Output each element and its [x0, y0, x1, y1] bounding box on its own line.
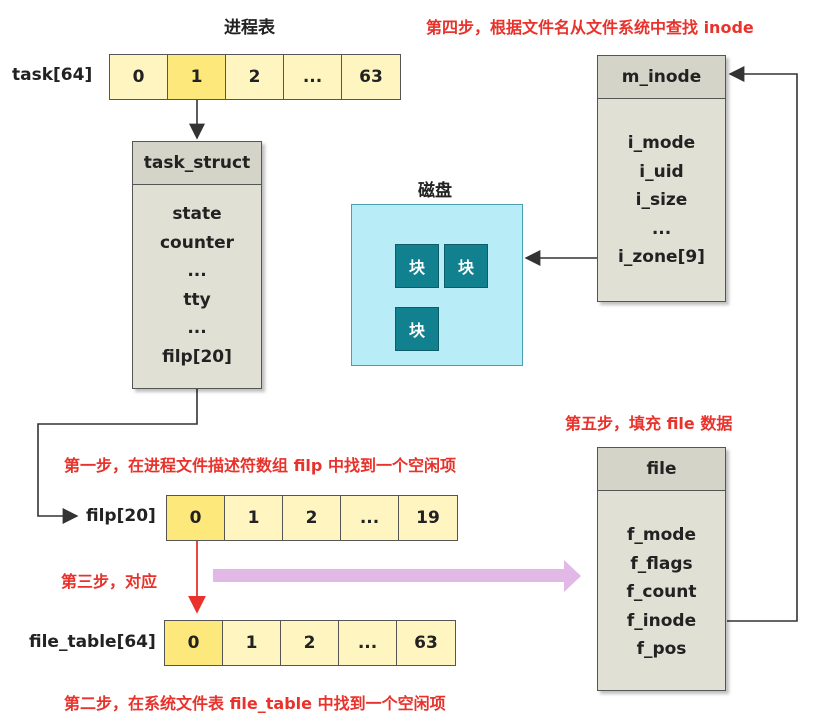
task-cell-selected: 1 [168, 55, 226, 99]
mapping-arrow-shaft [213, 569, 567, 582]
filp-cell: 1 [225, 496, 283, 540]
file-struct-header: file [598, 448, 725, 491]
filp-cell: 2 [283, 496, 341, 540]
step2-label: 第二步，在系统文件表 file_table 中找到一个空闲项 [64, 694, 446, 713]
task-cell: 0 [110, 55, 168, 99]
task-array: 0 1 2 ... 63 [109, 54, 401, 100]
filp-array-label: filp[20] [86, 506, 156, 526]
disk-block: 块 [444, 244, 488, 288]
file-table-cell: 63 [397, 621, 455, 665]
step4-label: 第四步，根据文件名从文件系统中查找 inode [426, 18, 754, 37]
m-inode-header: m_inode [598, 56, 725, 99]
filp-cell: 19 [399, 496, 457, 540]
m-inode-box: m_inode i_mode i_uid i_size ... i_zone[9… [597, 55, 726, 302]
task-struct-field: ... [187, 318, 207, 338]
file-table-cell: 2 [281, 621, 339, 665]
file-struct-field: f_pos [636, 639, 687, 659]
file-table-cell: 1 [223, 621, 281, 665]
file-struct-box: file f_mode f_flags f_count f_inode f_po… [597, 447, 726, 691]
disk-block: 块 [395, 244, 439, 288]
disk-box: 块 块 块 [351, 204, 523, 366]
task-struct-box: task_struct state counter ... tty ... fi… [132, 141, 262, 389]
filp-cell: ... [341, 496, 399, 540]
mapping-arrow-head [564, 560, 581, 592]
arrow-inode-link [727, 66, 798, 622]
file-table-cell-selected: 0 [165, 621, 223, 665]
process-table-title: 进程表 [224, 18, 275, 38]
file-table-cell: ... [339, 621, 397, 665]
task-struct-field: ... [187, 261, 207, 281]
m-inode-field: i_uid [639, 161, 684, 182]
task-struct-field: counter [159, 232, 234, 253]
task-struct-field: tty [183, 289, 211, 310]
task-cell: 63 [342, 55, 400, 99]
file-struct-field: f_mode [627, 525, 696, 545]
task-struct-field: filp[20] [162, 346, 232, 367]
file-table-label: file_table[64] [29, 632, 156, 652]
filp-array: 0 1 2 ... 19 [166, 495, 458, 541]
m-inode-field: i_mode [627, 133, 696, 153]
step3-label: 第三步，对应 [61, 572, 158, 591]
task-array-label: task[64] [12, 65, 93, 85]
task-struct-field: state [172, 204, 222, 224]
task-cell: 2 [226, 55, 284, 99]
file-struct-field: f_count [626, 582, 697, 602]
disk-title: 磁盘 [418, 181, 452, 201]
task-struct-header: task_struct [133, 142, 261, 185]
step5-label: 第五步，填充 file 数据 [565, 414, 733, 433]
m-inode-field: ... [651, 218, 672, 239]
m-inode-field: i_zone[9] [618, 247, 705, 267]
step1-label: 第一步，在进程文件描述符数组 filp 中找到一个空闲项 [64, 456, 456, 475]
file-table-array: 0 1 2 ... 63 [164, 620, 456, 666]
m-inode-field: i_size [635, 190, 688, 210]
file-struct-field: f_flags [630, 553, 693, 574]
filp-cell-selected: 0 [167, 496, 225, 540]
file-struct-field: f_inode [626, 610, 697, 631]
task-cell: ... [284, 55, 342, 99]
disk-block: 块 [395, 307, 439, 351]
arrow-struct-to-filp [37, 389, 198, 524]
